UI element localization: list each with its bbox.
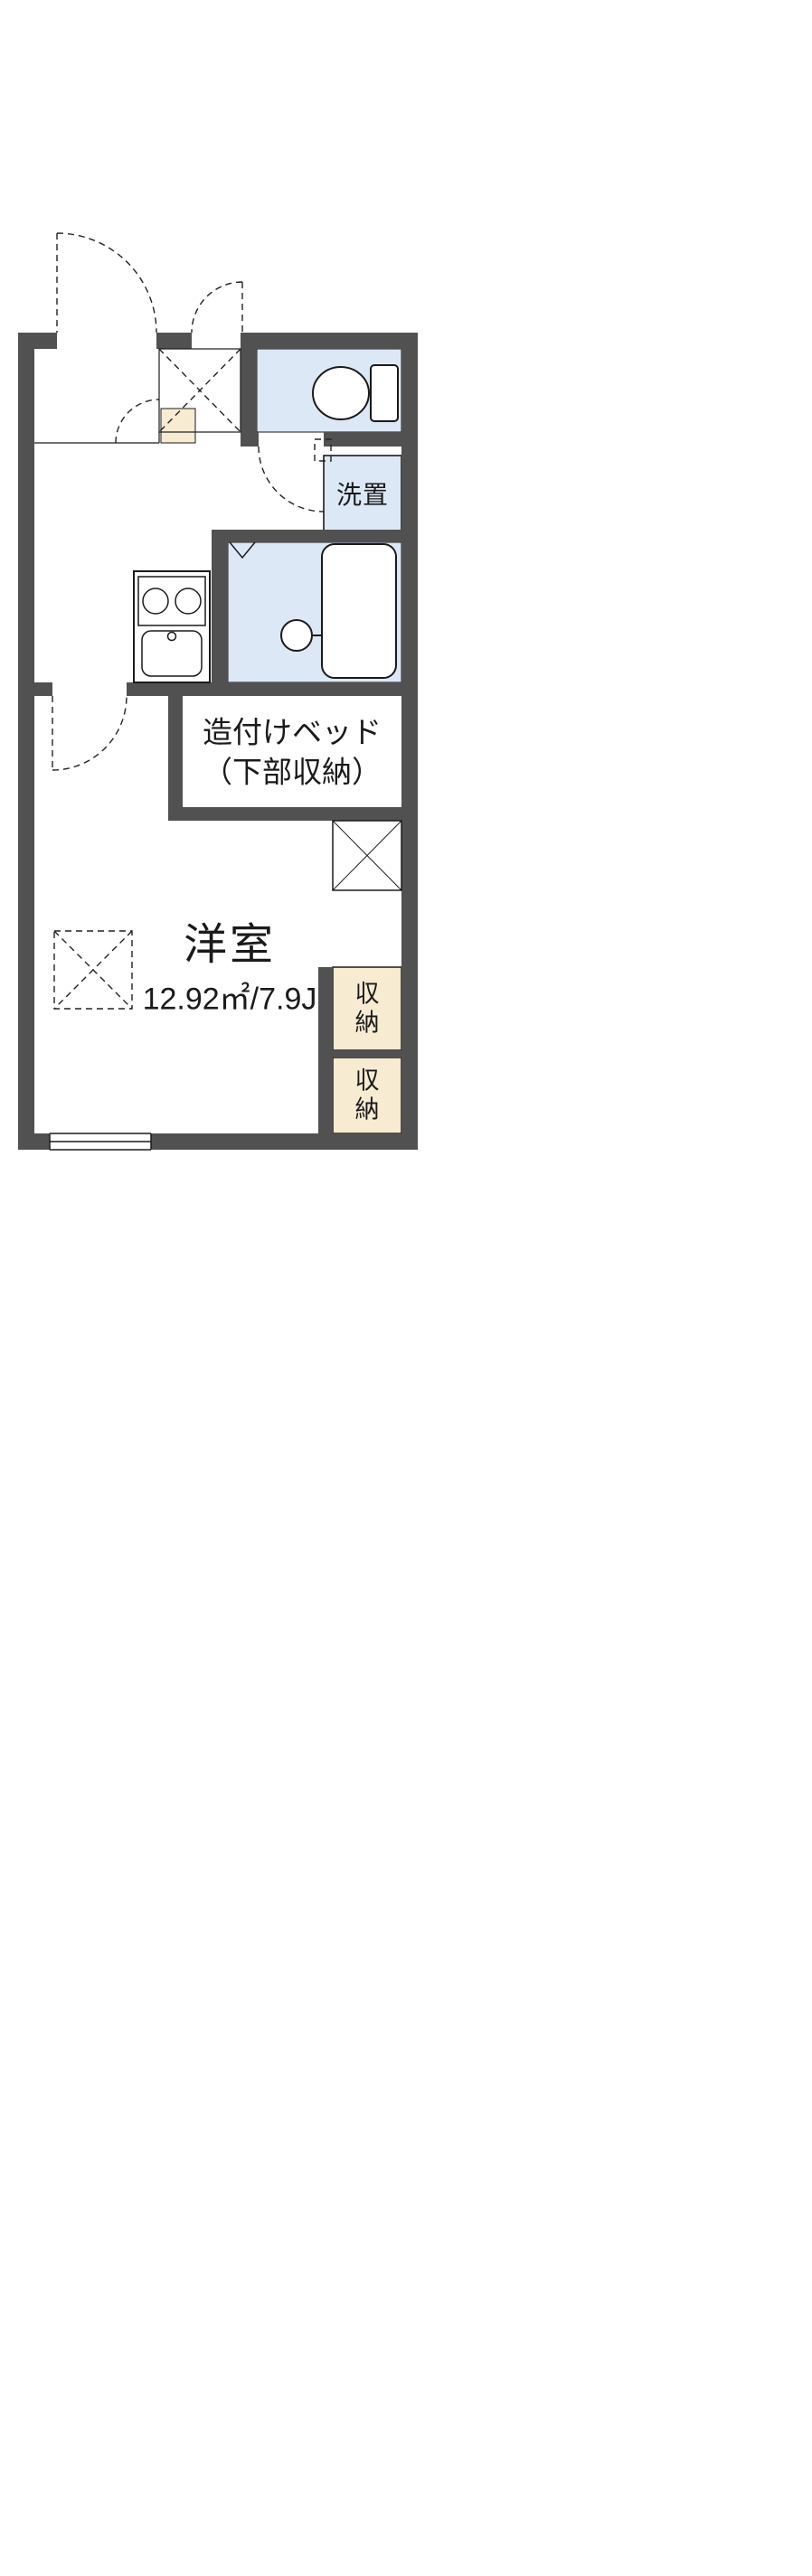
fixtures [34, 348, 402, 891]
wall-bed-left [168, 696, 183, 807]
closet-top-label: 収納 [354, 980, 380, 1037]
desk-hatch-box [332, 820, 402, 891]
washer-space-label: 洗置 [335, 481, 390, 509]
built-in-bed-label-line2: （下部収納） [203, 755, 382, 788]
wall-right [401, 333, 418, 1150]
wall-top-mid [156, 333, 192, 349]
kitchen-counter [133, 570, 211, 683]
wall-closet-separator [333, 1050, 401, 1058]
built-in-bed-label-line1: 造付けベッド [203, 715, 382, 749]
entrance-inner-door-arc [115, 399, 160, 444]
stove-burners-icon [137, 576, 206, 626]
closet-bottom-label: 収納 [354, 1067, 380, 1123]
genkan-hatch-diagonals [158, 348, 241, 433]
room-size-label: 12.92㎡/7.9J [142, 982, 317, 1017]
entrance-step-line [34, 432, 160, 444]
wall-top-right [242, 333, 418, 349]
wall-mid [127, 682, 418, 696]
wall-left [18, 333, 34, 1150]
storage-floors [160, 408, 402, 1134]
toilet-icon [312, 364, 399, 422]
floor-hatch-box [53, 930, 133, 1010]
room-door-arc [52, 695, 127, 771]
wall-bath-top [212, 530, 418, 542]
wall-mid-stub [18, 682, 52, 696]
wall-closet-left [318, 967, 333, 1133]
faucet-icon [166, 631, 177, 642]
kitchen-sink-icon [141, 630, 203, 677]
entry-door-arc [56, 232, 157, 334]
washer-space [323, 455, 402, 532]
wall-bed-bottom [168, 807, 418, 821]
wall-below-toilet-left [241, 432, 259, 447]
built-in-bed-label: 造付けベッド （下部収納） [203, 712, 382, 791]
floor-hatch-diagonals [53, 930, 133, 1010]
genkan-hatch-frame [158, 348, 241, 433]
toilet-door-frame [314, 438, 332, 462]
wall-toilet-left [241, 333, 257, 447]
wall-top-left [18, 333, 57, 349]
bath-stool-icon [280, 619, 322, 652]
bathtub-icon [321, 543, 397, 679]
bathroom-folding-door-icon [229, 541, 256, 559]
sub-entry-door-arc [191, 281, 243, 334]
room-name-label: 洋室 [183, 921, 277, 969]
wall-below-toilet-right [324, 432, 418, 447]
shoe-cabinet [160, 408, 196, 444]
dashed-symbols [52, 232, 332, 1010]
toilet-door-arc [258, 446, 325, 512]
wall-bath-left [212, 530, 228, 696]
window-icon [49, 1133, 152, 1151]
